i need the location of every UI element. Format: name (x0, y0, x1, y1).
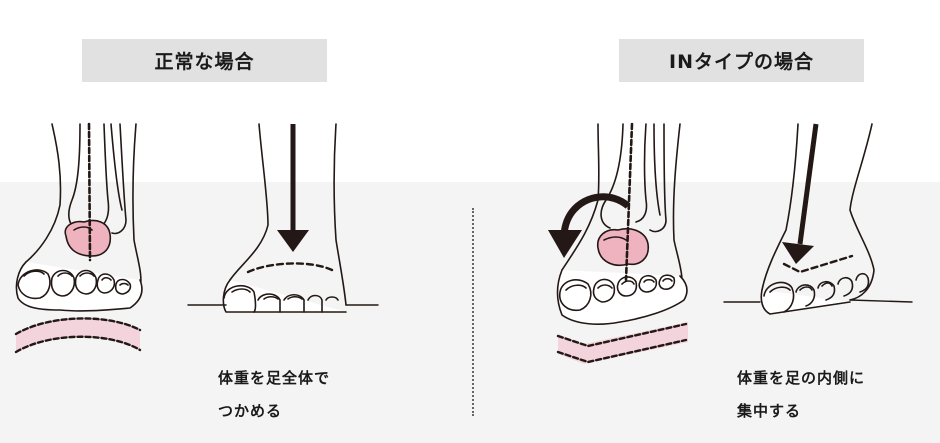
title-normal: 正常な場合 (82, 39, 327, 82)
panel-divider (472, 208, 474, 416)
caption-normal-line1: 体重を足全体で (218, 369, 331, 387)
in-type-front-foot-illustration (548, 122, 688, 364)
caption-in-type: 体重を足の内側に 集中する (737, 362, 865, 428)
title-in-type: INタイプの場合 (619, 39, 864, 82)
title-in-type-label: INタイプの場合 (669, 51, 814, 73)
in-type-side-foot-illustration (723, 123, 913, 315)
normal-front-foot-illustration (14, 122, 143, 354)
normal-side-foot-illustration (187, 123, 379, 313)
caption-in-type-line1: 体重を足の内側に (737, 369, 866, 387)
caption-normal: 体重を足全体で つかめる (218, 362, 330, 428)
caption-normal-line2: つかめる (218, 402, 283, 420)
caption-in-type-line2: 集中する (737, 402, 802, 420)
title-normal-label: 正常な場合 (154, 51, 255, 73)
